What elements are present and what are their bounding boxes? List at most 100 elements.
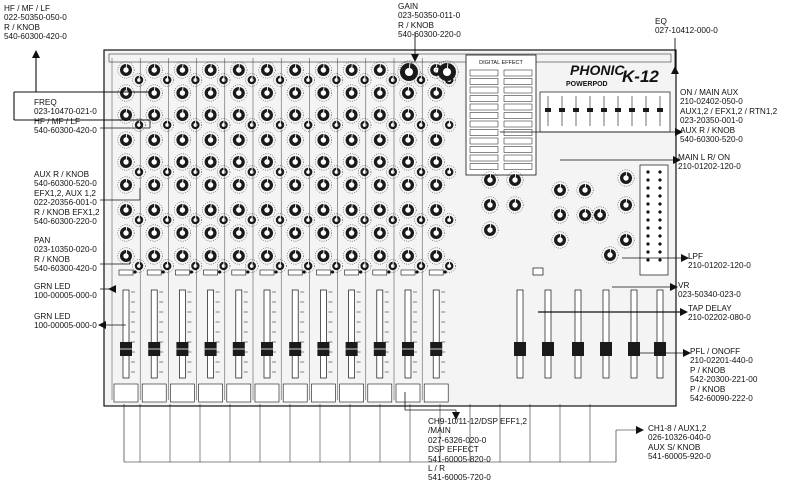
channel-knob xyxy=(343,61,361,79)
knob-scale xyxy=(117,224,135,242)
grn-led xyxy=(387,270,391,274)
knob-scale xyxy=(145,131,163,149)
knob-scale xyxy=(188,118,203,132)
knob-pointer xyxy=(153,108,156,116)
knob-scale xyxy=(481,171,499,189)
channel-aux-knob xyxy=(245,259,259,273)
knob-pointer xyxy=(153,155,156,163)
master-knob xyxy=(551,231,569,249)
knob-pointer xyxy=(407,155,410,163)
channel-knob xyxy=(117,131,135,149)
knob-pointer xyxy=(351,155,353,163)
knob-pointer xyxy=(181,249,184,257)
channel-knob xyxy=(117,106,135,124)
meter-led xyxy=(646,202,650,206)
knob-pointer xyxy=(294,86,297,94)
channel-aux-knob xyxy=(357,165,372,179)
knob-pointer xyxy=(407,133,410,141)
leader-arrowhead xyxy=(452,412,460,420)
effect-preset-left xyxy=(469,129,499,136)
knob-scale xyxy=(132,213,146,227)
master-knob xyxy=(551,181,569,199)
channel-knob xyxy=(230,247,248,265)
channel-aux-knob xyxy=(245,118,259,132)
knob-pointer xyxy=(294,249,297,257)
knob-pointer xyxy=(125,226,128,234)
knob-pointer xyxy=(266,178,269,186)
knob-scale xyxy=(399,153,417,171)
knob-pointer xyxy=(559,208,562,216)
meter-led xyxy=(658,170,662,174)
leader-arrowhead xyxy=(670,283,678,291)
master-knob xyxy=(506,196,524,214)
knob-pointer xyxy=(489,198,492,206)
knob-scale xyxy=(132,259,146,273)
channel-aux-knob xyxy=(357,118,372,132)
channel-aux-knob xyxy=(442,213,456,227)
knob-scale xyxy=(427,106,445,124)
knob-pointer xyxy=(379,226,381,234)
knob-center xyxy=(320,159,327,165)
knob-scale xyxy=(386,73,400,87)
knob-pointer xyxy=(181,203,184,211)
channel-knob xyxy=(286,61,304,79)
knob-scale xyxy=(202,176,220,194)
channel-knob xyxy=(258,224,276,242)
knob-scale xyxy=(132,165,146,179)
knob-scale xyxy=(343,61,361,79)
channel-knob xyxy=(343,224,361,242)
channel-knob xyxy=(145,153,163,171)
master-fader-cap xyxy=(572,342,584,356)
knob-scale xyxy=(399,201,417,219)
channel-knob xyxy=(202,224,220,242)
knob-scale xyxy=(286,84,304,102)
knob-pointer xyxy=(294,226,297,234)
knob-scale xyxy=(343,247,361,265)
master-fader-slot xyxy=(516,289,524,379)
channel-knob xyxy=(258,176,276,194)
meter-led xyxy=(658,234,662,238)
knob-pointer xyxy=(322,63,325,71)
channel-knob xyxy=(427,247,445,265)
knob-pointer xyxy=(625,233,628,241)
channel-knob xyxy=(399,176,417,194)
knob-scale xyxy=(258,247,276,265)
knob-scale xyxy=(173,224,191,242)
channel-knob xyxy=(258,131,276,149)
channel-aux-knob xyxy=(132,259,146,273)
knob-scale xyxy=(117,84,135,102)
channel-aux-knob xyxy=(301,165,315,179)
knob-pointer xyxy=(379,108,381,116)
meter-led xyxy=(658,226,662,230)
fader-slot xyxy=(376,289,384,379)
knob-center xyxy=(362,78,367,82)
knob-pointer xyxy=(210,133,212,141)
knob-pointer xyxy=(294,155,297,163)
knob-scale xyxy=(357,165,372,179)
knob-pointer xyxy=(210,226,212,234)
channel-knob xyxy=(314,201,332,219)
leader-arrowhead xyxy=(636,426,644,434)
knob-scale xyxy=(427,176,445,194)
channel-knob xyxy=(202,131,220,149)
channel-aux-knob xyxy=(188,213,203,227)
knob-pointer xyxy=(379,63,381,71)
channel-knob xyxy=(145,106,163,124)
effect-preset-right xyxy=(503,163,533,170)
channel-knob xyxy=(343,176,361,194)
knob-scale xyxy=(286,176,304,194)
channel-aux-knob xyxy=(188,165,203,179)
effect-preset-left xyxy=(469,95,499,102)
channel-aux-knob xyxy=(386,118,400,132)
knob-scale xyxy=(414,259,428,273)
leader-arrowhead xyxy=(32,50,40,58)
knob-scale xyxy=(551,206,569,224)
channel-aux-knob xyxy=(357,259,372,273)
knob-pointer xyxy=(125,249,128,257)
knob-pointer xyxy=(379,203,381,211)
knob-scale xyxy=(506,171,524,189)
channel-knob xyxy=(371,224,389,242)
